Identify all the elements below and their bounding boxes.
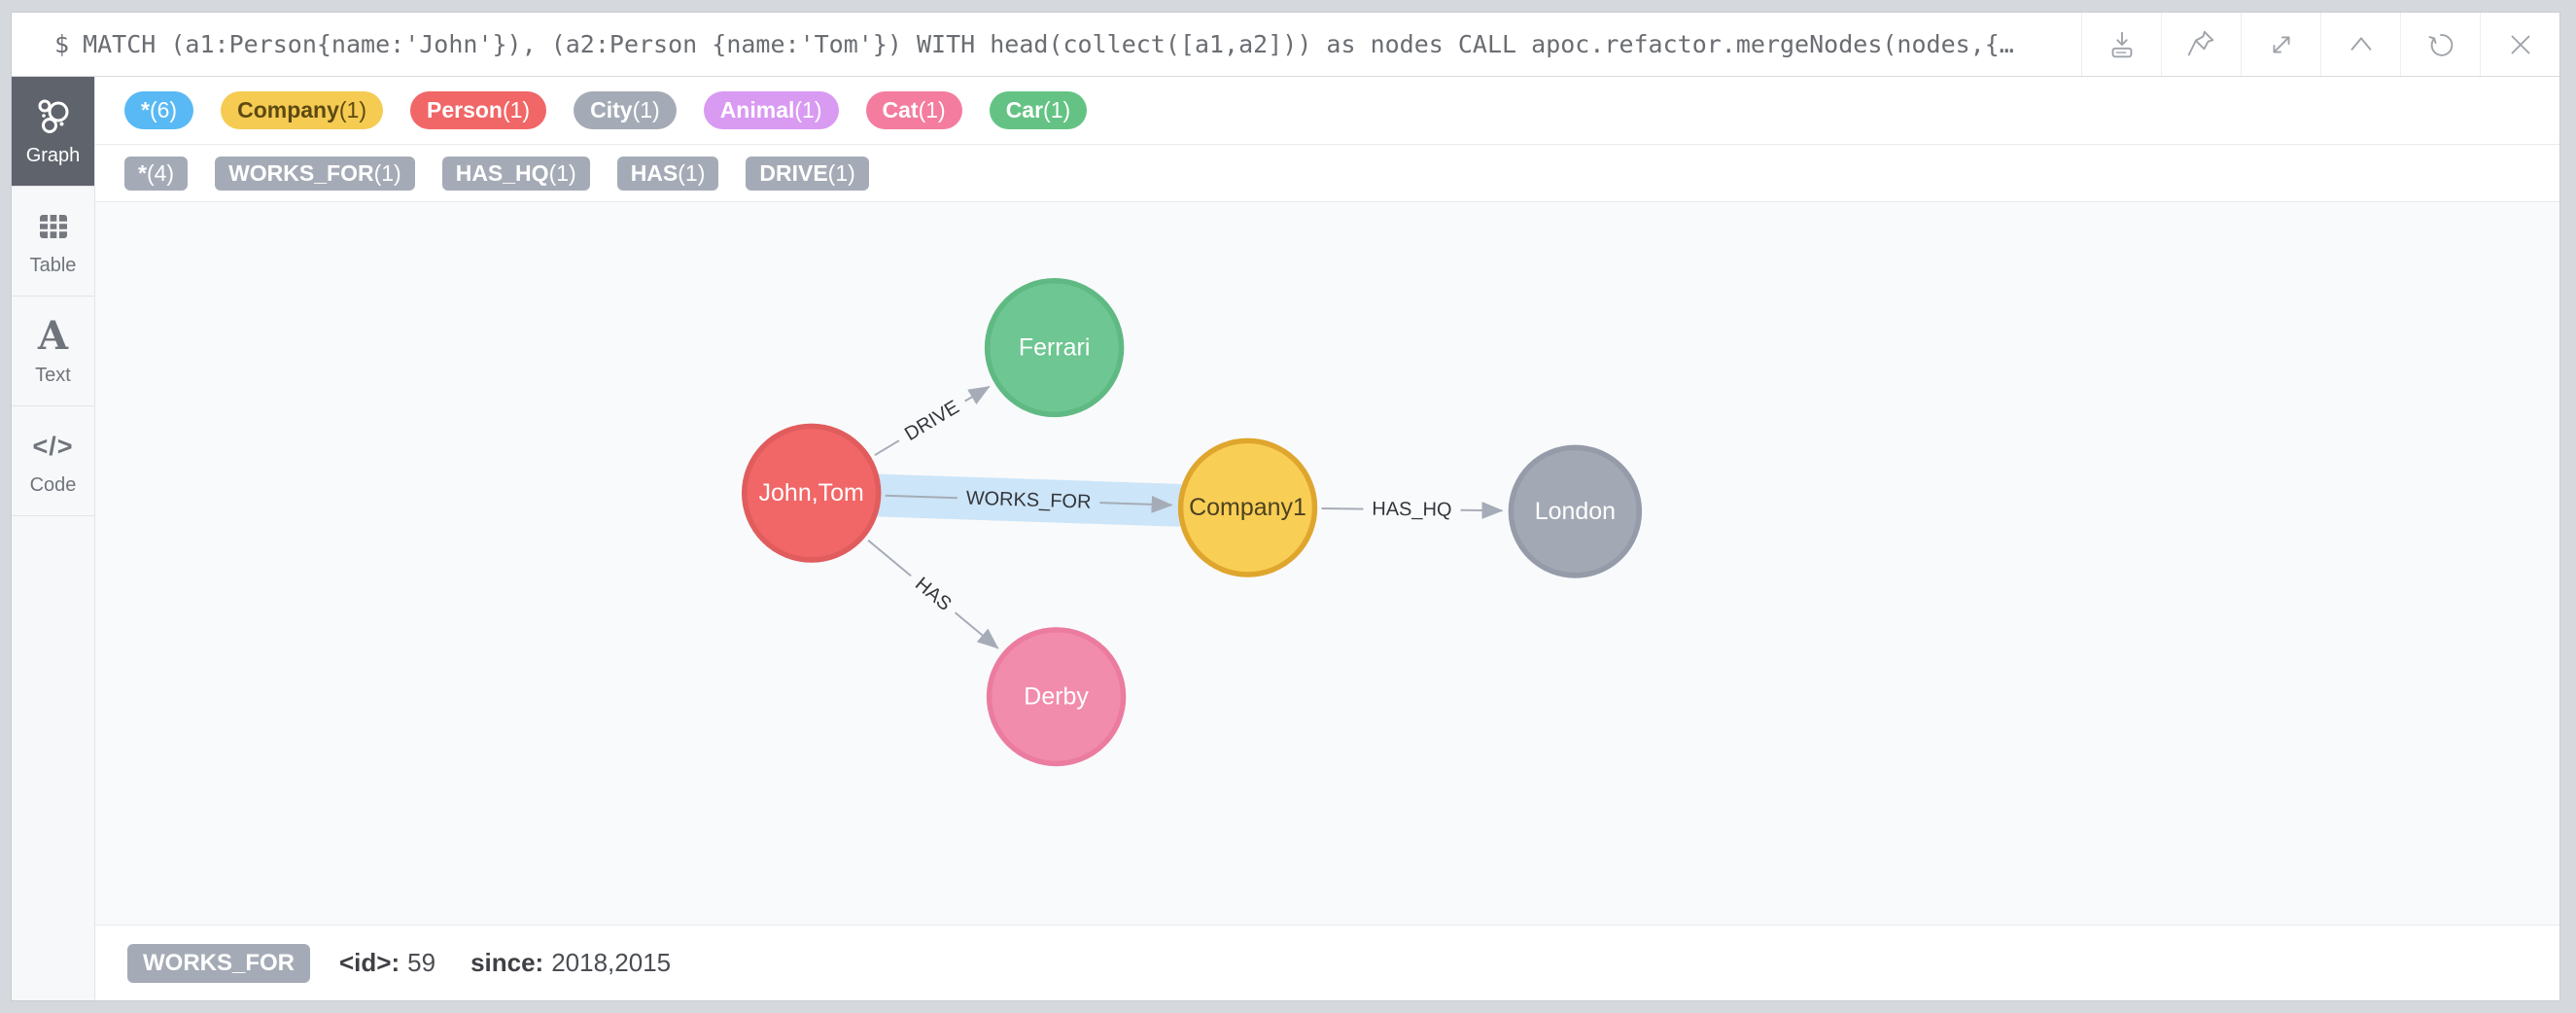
pill-count: (6) bbox=[149, 97, 178, 122]
sidebar-tab-label: Text bbox=[35, 365, 71, 386]
relationship-type-pill-row: *(4)WORKS_FOR(1)HAS_HQ(1)HAS(1)DRIVE(1) bbox=[95, 145, 2559, 202]
selection-status-bar: WORKS_FOR <id>:59 since:2018,2015 bbox=[95, 925, 2559, 1000]
graph-node[interactable] bbox=[986, 627, 1127, 767]
relationship-label-background bbox=[957, 484, 1100, 517]
property-key: since: bbox=[470, 948, 544, 977]
node-caption: John,Tom bbox=[759, 479, 864, 506]
relationship-type-pill[interactable]: HAS(1) bbox=[616, 156, 719, 191]
pill-name: HAS bbox=[630, 159, 679, 186]
graph-node[interactable] bbox=[984, 278, 1125, 418]
node-label-pill[interactable]: Cat(1) bbox=[865, 91, 962, 129]
result-frame: $ MATCH (a1:Person{name:'John'}), (a2:Pe… bbox=[11, 12, 2560, 1001]
node-label-pill[interactable]: City(1) bbox=[574, 91, 677, 129]
pill-count: (1) bbox=[1043, 97, 1071, 122]
query-prompt: $ bbox=[54, 30, 70, 58]
graph-node[interactable] bbox=[1177, 437, 1318, 577]
table-icon bbox=[32, 205, 75, 248]
pill-name: DRIVE bbox=[759, 159, 828, 186]
sidebar-tab-label: Table bbox=[29, 255, 77, 276]
pill-name: Person bbox=[427, 97, 503, 122]
sidebar-tab-label: Graph bbox=[25, 145, 81, 166]
frame-actions bbox=[2081, 13, 2559, 76]
property: <id>:59 bbox=[339, 948, 435, 978]
relationship-label[interactable]: HAS_HQ bbox=[1372, 499, 1451, 521]
pill-count: (1) bbox=[678, 159, 706, 186]
query-text: MATCH (a1:Person{name:'John'}), (a2:Pers… bbox=[83, 30, 2014, 58]
expand-icon bbox=[2273, 36, 2289, 52]
node-label-pill[interactable]: Person(1) bbox=[410, 91, 547, 129]
relationship-type-pill[interactable]: HAS_HQ(1) bbox=[441, 156, 590, 191]
property-key: <id>: bbox=[339, 948, 400, 977]
node-label-pill[interactable]: Animal(1) bbox=[703, 91, 839, 129]
sidebar-tab-label: Code bbox=[29, 474, 77, 496]
relationship-label-background bbox=[902, 565, 964, 623]
pill-name: Company bbox=[237, 97, 339, 122]
graph-canvas-svg: DRIVEWORKS_FORHASHAS_HQJohn,TomFerrariCo… bbox=[741, 278, 1643, 767]
collapse-button[interactable] bbox=[2320, 13, 2400, 76]
pill-count: (1) bbox=[827, 159, 855, 186]
pill-count: (1) bbox=[502, 97, 531, 122]
node-caption: Derby bbox=[1024, 683, 1089, 711]
pin-button[interactable] bbox=[2161, 13, 2241, 76]
pill-name: * bbox=[141, 97, 150, 122]
relationship-label-background bbox=[891, 389, 972, 453]
fullscreen-button[interactable] bbox=[2241, 13, 2320, 76]
pill-name: Animal bbox=[719, 97, 795, 122]
pin-icon bbox=[2187, 30, 2213, 55]
node-caption: London bbox=[1535, 498, 1616, 525]
download-button[interactable] bbox=[2081, 13, 2161, 76]
property-value: 59 bbox=[407, 948, 436, 977]
node-label-pill[interactable]: Car(1) bbox=[989, 91, 1088, 129]
pill-name: Car bbox=[1005, 97, 1044, 122]
relationship-type-pill[interactable]: WORKS_FOR(1) bbox=[215, 156, 415, 191]
cypher-query-input[interactable]: $ MATCH (a1:Person{name:'John'}), (a2:Pe… bbox=[12, 13, 2081, 76]
refresh-icon bbox=[2428, 33, 2453, 56]
pill-count: (1) bbox=[548, 159, 576, 186]
relationship-type-pill[interactable]: *(4) bbox=[124, 156, 189, 191]
query-bar: $ MATCH (a1:Person{name:'John'}), (a2:Pe… bbox=[12, 13, 2559, 77]
pill-count: (1) bbox=[338, 97, 366, 122]
relationship-label[interactable]: WORKS_FOR bbox=[965, 488, 1091, 513]
graph-icon bbox=[32, 95, 75, 138]
pill-name: City bbox=[590, 97, 633, 122]
node-caption: Company1 bbox=[1189, 494, 1306, 521]
sidebar-tab-graph[interactable]: Graph bbox=[12, 77, 94, 187]
relationship-label-background bbox=[1363, 495, 1461, 524]
node-label-pill[interactable]: Company(1) bbox=[221, 91, 383, 129]
sidebar-tab-text[interactable]: A Text bbox=[12, 297, 94, 406]
close-icon bbox=[2511, 35, 2529, 53]
graph-view: *(6)Company(1)Person(1)City(1)Animal(1)C… bbox=[95, 77, 2559, 1000]
frame-content: Graph Table A Text </> Code bbox=[12, 77, 2559, 1000]
sidebar-tab-code[interactable]: </> Code bbox=[12, 406, 94, 516]
selected-item-properties: <id>:59 since:2018,2015 bbox=[339, 948, 671, 978]
pill-name: WORKS_FOR bbox=[228, 159, 374, 186]
selected-relationship-pill: WORKS_FOR bbox=[127, 943, 310, 983]
rerun-button[interactable] bbox=[2400, 13, 2480, 76]
pill-name: * bbox=[138, 159, 147, 186]
close-button[interactable] bbox=[2480, 13, 2559, 76]
pill-count: (1) bbox=[373, 159, 401, 186]
pill-name: HAS_HQ bbox=[455, 159, 549, 186]
download-icon bbox=[2111, 31, 2132, 57]
text-icon: A bbox=[37, 313, 69, 359]
pill-count: (4) bbox=[146, 159, 175, 186]
node-label-pill-row: *(6)Company(1)Person(1)City(1)Animal(1)C… bbox=[95, 77, 2559, 145]
property: since:2018,2015 bbox=[470, 948, 671, 978]
chevron-up-icon bbox=[2350, 36, 2371, 51]
sidebar-tab-table[interactable]: Table bbox=[12, 187, 94, 297]
pill-name: Cat bbox=[882, 97, 919, 122]
pill-count: (1) bbox=[918, 97, 946, 122]
pill-count: (1) bbox=[794, 97, 822, 122]
graph-node[interactable] bbox=[1508, 444, 1643, 578]
node-label-pill[interactable]: *(6) bbox=[124, 91, 194, 129]
code-icon: </> bbox=[32, 431, 74, 461]
view-sidebar: Graph Table A Text </> Code bbox=[12, 77, 95, 1000]
graph-node[interactable] bbox=[741, 423, 882, 563]
pill-count: (1) bbox=[632, 97, 660, 122]
property-value: 2018,2015 bbox=[551, 948, 672, 977]
node-caption: Ferrari bbox=[1019, 334, 1091, 362]
relationship-type-pill[interactable]: DRIVE(1) bbox=[746, 156, 869, 191]
